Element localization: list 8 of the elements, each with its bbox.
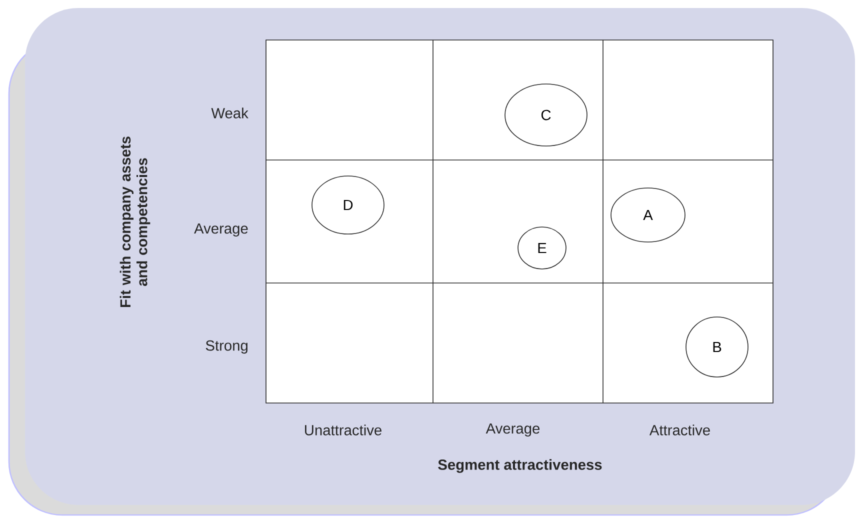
column-label: Unattractive <box>305 424 382 436</box>
axis-title: Fit with company assets and competencies <box>120 136 150 307</box>
row-label: Average <box>194 223 248 237</box>
axis-title: Segment attractiveness <box>438 459 602 473</box>
column-label: Attractive <box>649 424 710 436</box>
column-label: Average <box>486 423 540 437</box>
row-label: Strong <box>206 340 248 354</box>
row-label: Weak <box>211 108 248 118</box>
